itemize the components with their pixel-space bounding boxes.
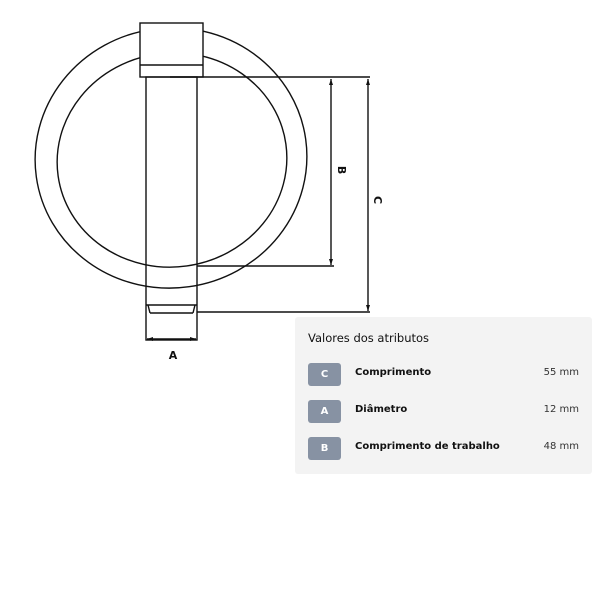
attribute-row: C Comprimento 55 mm [308, 363, 579, 386]
attribute-values-panel: Valores dos atributos C Comprimento 55 m… [295, 317, 592, 474]
attribute-row: A Diâmetro 12 mm [308, 400, 579, 423]
attribute-name: Diâmetro [355, 404, 408, 415]
dimension-a-label: A [169, 349, 178, 362]
attribute-value: 12 mm [543, 404, 579, 415]
attribute-badge: A [308, 400, 341, 423]
attribute-name: Comprimento [355, 367, 432, 378]
attribute-badge: C [308, 363, 341, 386]
attribute-name: Comprimento de trabalho [355, 441, 500, 452]
dimension-c-label: C [371, 196, 384, 204]
panel-title: Valores dos atributos [308, 331, 430, 345]
attribute-badge: B [308, 437, 341, 460]
dimension-b-label: B [335, 166, 348, 174]
pin-shaft [145, 76, 198, 341]
pin-head [139, 22, 204, 78]
attribute-value: 55 mm [543, 367, 579, 378]
attribute-row: B Comprimento de trabalho 48 mm [308, 437, 579, 460]
attribute-value: 48 mm [543, 441, 579, 452]
